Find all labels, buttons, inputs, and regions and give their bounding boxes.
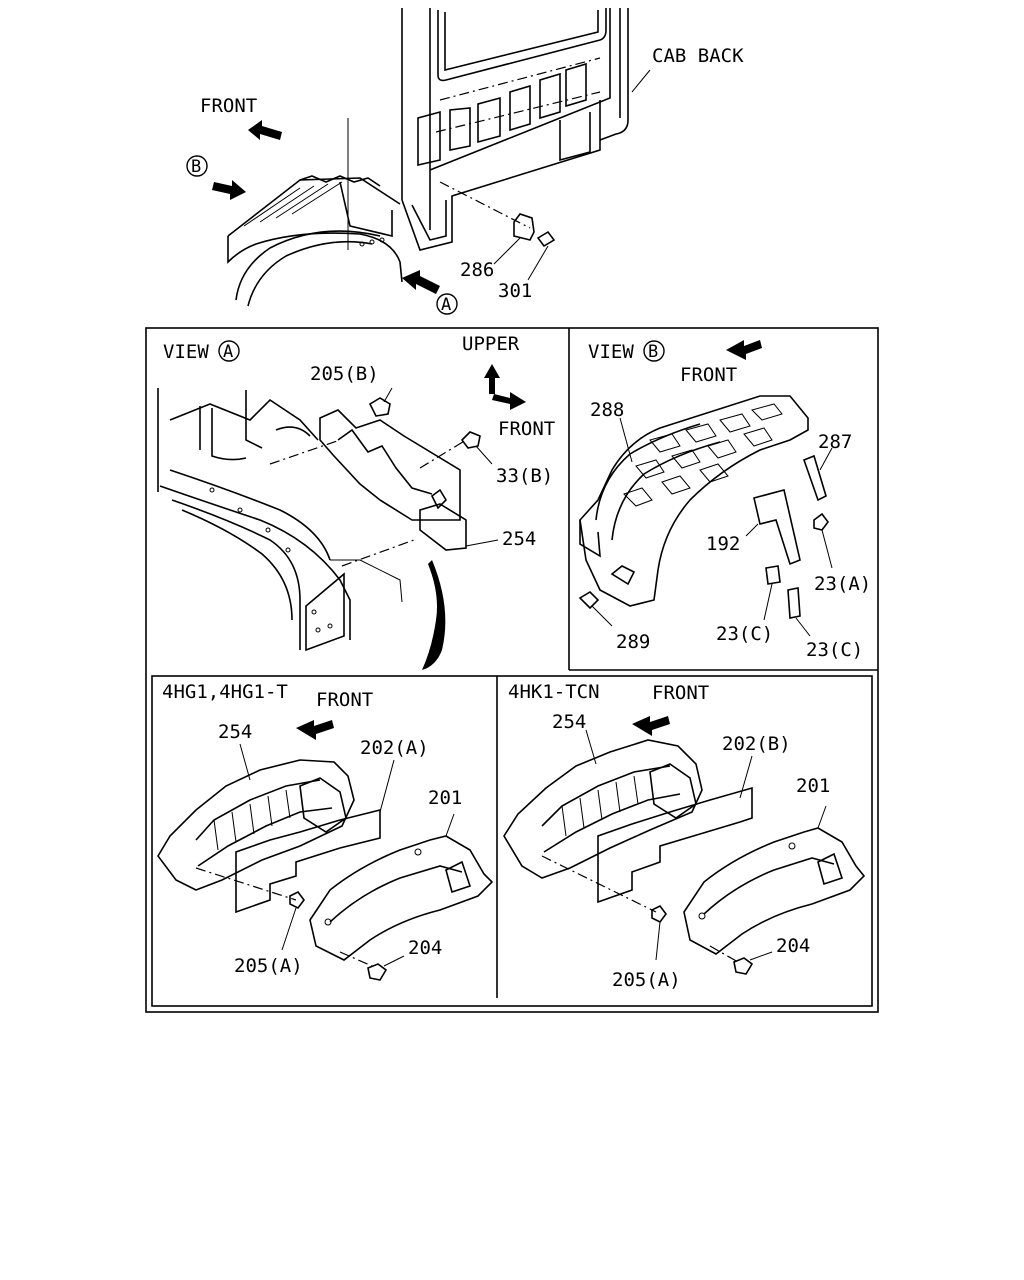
view-a-title: VIEW [163, 341, 209, 363]
view-a-front-label: FRONT [498, 418, 555, 440]
view-b-part-289-label: 289 [616, 631, 650, 653]
panel-4hk1-part-202b-label: 202(B) [722, 733, 791, 755]
panel-4hk1-part-204-label: 204 [776, 935, 810, 957]
view-b-panel: VIEW B FRONT 288 287 192 23(A) 23(C) 23(… [578, 340, 871, 661]
top-front-label: FRONT [200, 95, 257, 117]
cab-back-label: CAB BACK [652, 45, 744, 67]
view-b-part-288-label: 288 [590, 399, 624, 421]
transition-curve [422, 560, 446, 670]
upper-arrow-icon [484, 364, 500, 394]
panel-4hg1-engine-label: 4HG1,4HG1-T [162, 681, 288, 703]
view-b-front-label: FRONT [680, 364, 737, 386]
panel-4hg1-part-254-label: 254 [218, 721, 252, 743]
view-a-part-254-label: 254 [502, 528, 536, 550]
panel-4hk1: 4HK1-TCN FRONT 254 202(B) 201 205(A) 204 [503, 681, 866, 991]
panel-4hk1-part-254-label: 254 [552, 711, 586, 733]
part-301-label: 301 [498, 280, 532, 302]
view-b-marker-letter: B [648, 342, 658, 362]
view-a-front-arrow-icon [492, 392, 526, 410]
view-a-part-33b-label: 33(B) [496, 465, 553, 487]
view-b-part-23c-2-label: 23(C) [806, 639, 863, 661]
view-b-title: VIEW [588, 341, 634, 363]
view-b-part-192-label: 192 [706, 533, 740, 555]
view-a-panel: VIEW A UPPER FRONT 254 [157, 333, 555, 652]
view-b-marker-circle [643, 340, 665, 362]
marker-a-circle [436, 293, 458, 315]
view-b-part-287-label: 287 [818, 431, 852, 453]
view-b-part-23a-label: 23(A) [814, 573, 871, 595]
panel-4hg1-part-201-label: 201 [428, 787, 462, 809]
panel-4hg1-part-202a-label: 202(A) [360, 737, 429, 759]
panel-4hg1-front-label: FRONT [316, 689, 373, 711]
engine-variants-frame [151, 675, 873, 1007]
panel-4hk1-part-205a-label: 205(A) [612, 969, 681, 991]
panel-4hg1: 4HG1,4HG1-T FRONT 254 202(A) 201 205(A) … [157, 681, 494, 981]
panel-4hg1-front-arrow-icon [296, 720, 334, 740]
view-a-arrow-icon [402, 270, 440, 294]
front-arrow-icon [248, 120, 282, 140]
view-a-upper-label: UPPER [462, 333, 520, 355]
panel-4hk1-front-arrow-icon [632, 716, 670, 736]
marker-a-letter: A [441, 295, 451, 315]
view-a-marker-letter: A [223, 342, 233, 362]
cab-overview: CAB BACK 286 301 FRONT B A [186, 8, 744, 315]
view-a-marker-circle [218, 340, 240, 362]
marker-b-letter: B [191, 157, 201, 177]
panel-4hg1-part-205a-label: 205(A) [234, 955, 303, 977]
view-b-part-23c-1-label: 23(C) [716, 623, 773, 645]
view-a-part-205b-label: 205(B) [310, 363, 379, 385]
panel-4hg1-part-204-label: 204 [408, 937, 442, 959]
view-b-front-arrow-icon [726, 340, 762, 360]
part-286-label: 286 [460, 259, 494, 281]
panel-4hk1-front-label: FRONT [652, 682, 709, 704]
panel-4hk1-engine-label: 4HK1-TCN [508, 681, 600, 703]
marker-b-circle [186, 155, 208, 177]
view-b-arrow-icon [212, 180, 246, 200]
panel-4hk1-part-201-label: 201 [796, 775, 830, 797]
